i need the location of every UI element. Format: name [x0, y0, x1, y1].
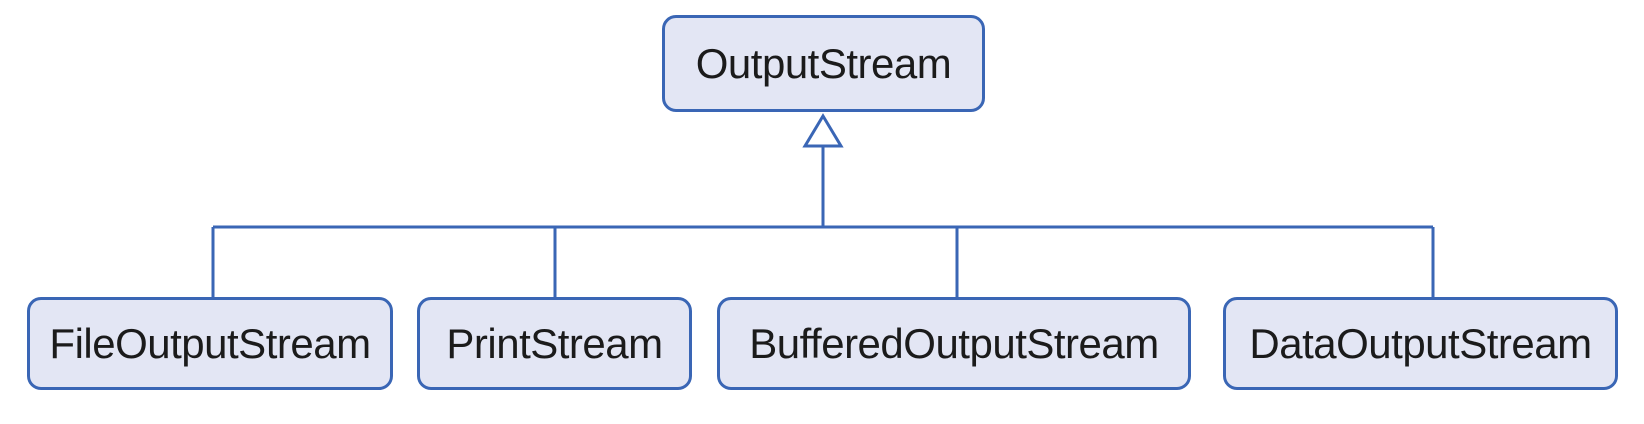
class-node-dataoutputstream: DataOutputStream	[1223, 297, 1618, 390]
class-node-label: DataOutputStream	[1249, 319, 1592, 367]
class-node-printstream: PrintStream	[417, 297, 692, 390]
class-node-fileoutputstream: FileOutputStream	[27, 297, 393, 390]
class-node-label: BufferedOutputStream	[749, 319, 1159, 367]
class-node-label: OutputStream	[695, 39, 952, 87]
class-node-bufferedoutputstream: BufferedOutputStream	[717, 297, 1191, 390]
class-node-label: FileOutputStream	[49, 319, 371, 367]
class-node-label: PrintStream	[446, 319, 663, 367]
inheritance-triangle-icon	[802, 113, 844, 148]
class-node-outputstream: OutputStream	[662, 15, 985, 112]
